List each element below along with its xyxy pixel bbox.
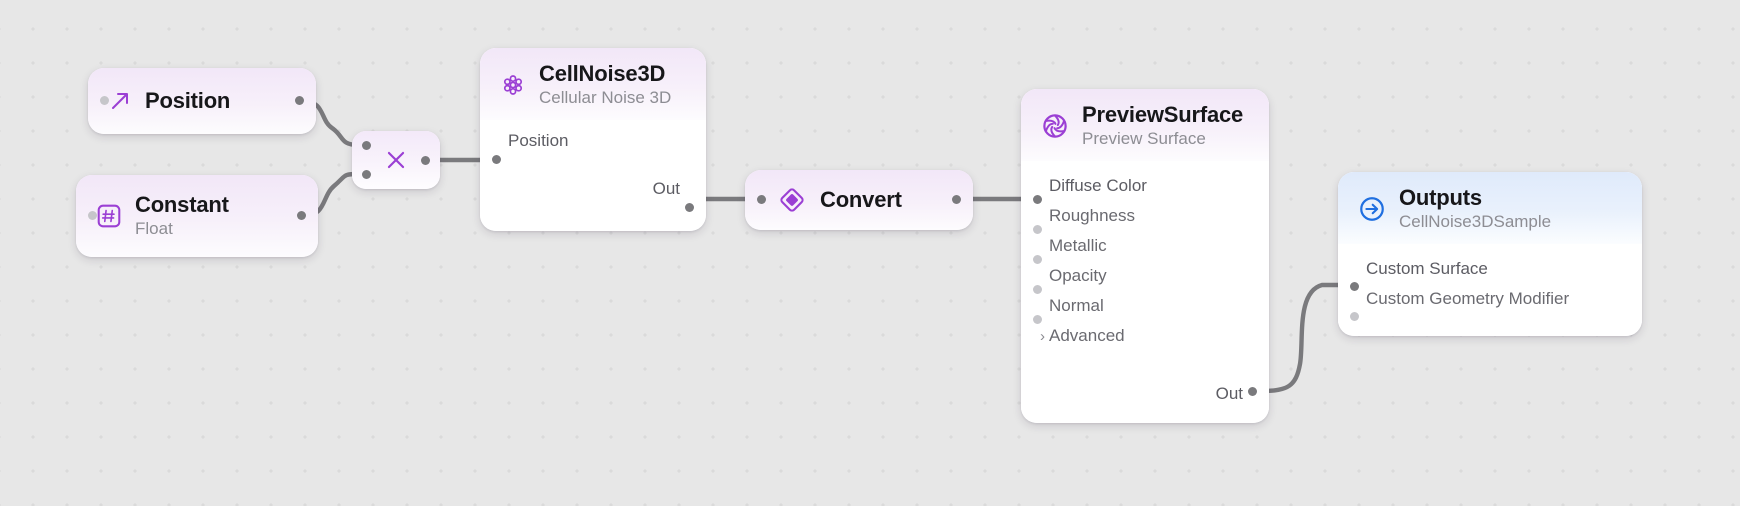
row-preview-surface-diffuse-color[interactable]: Diffuse Color: [1021, 171, 1269, 201]
multiply-x-icon: [383, 147, 409, 173]
row-label: Roughness: [1049, 206, 1136, 226]
port-preview-surface-in-opacity[interactable]: [1033, 285, 1042, 294]
port-convert-in[interactable]: [757, 195, 766, 204]
row-cellnoise3d-input-position[interactable]: Position: [480, 126, 706, 156]
port-multiply-in-a[interactable]: [362, 141, 371, 150]
node-outputs-header: Outputs CellNoise3DSample: [1338, 172, 1642, 245]
row-preview-surface-metallic[interactable]: Metallic: [1021, 231, 1269, 261]
node-outputs-rows: Custom Surface Custom Geometry Modifier: [1338, 244, 1642, 325]
row-label: Custom Geometry Modifier: [1366, 289, 1570, 309]
port-preview-surface-in-diffuse-color[interactable]: [1033, 195, 1042, 204]
node-multiply-body: [352, 131, 440, 189]
node-preview-surface-rows: Diffuse Color Roughness Metallic Opacity…: [1021, 161, 1269, 420]
node-multiply[interactable]: [352, 131, 440, 189]
port-position-in[interactable]: [100, 96, 109, 105]
row-outputs-custom-surface[interactable]: Custom Surface: [1338, 254, 1642, 284]
node-cellnoise3d-header: CellNoise3D Cellular Noise 3D: [480, 48, 706, 121]
port-multiply-in-b[interactable]: [362, 170, 371, 179]
row-preview-surface-normal[interactable]: Normal: [1021, 291, 1269, 321]
node-constant-title: Constant: [135, 192, 229, 218]
diamond-icon: [777, 185, 807, 215]
row-label: Out: [1215, 384, 1243, 404]
port-convert-out[interactable]: [952, 195, 961, 204]
node-constant-header: Constant Float: [76, 175, 318, 257]
node-constant-subtitle: Float: [135, 219, 173, 239]
row-label: Out: [652, 179, 680, 199]
node-position[interactable]: Position: [88, 68, 316, 134]
aperture-icon: [1041, 112, 1069, 140]
row-label: Diffuse Color: [1049, 176, 1147, 196]
hash-square-icon: [96, 203, 122, 229]
port-cellnoise3d-in-position[interactable]: [492, 155, 501, 164]
port-outputs-in-custom-surface[interactable]: [1350, 282, 1359, 291]
port-multiply-out[interactable]: [421, 156, 430, 165]
wire-previewsurface-to-outputs: [1259, 282, 1348, 394]
port-preview-surface-in-roughness[interactable]: [1033, 225, 1042, 234]
node-preview-surface-header: PreviewSurface Preview Surface: [1021, 89, 1269, 162]
node-cellnoise3d[interactable]: CellNoise3D Cellular Noise 3D Position O…: [480, 48, 706, 231]
port-preview-surface-in-normal[interactable]: [1033, 315, 1042, 324]
node-position-title: Position: [145, 88, 231, 113]
row-label: Advanced: [1049, 326, 1125, 346]
node-position-header: Position: [88, 68, 316, 134]
node-preview-surface-title: PreviewSurface: [1082, 102, 1244, 127]
node-outputs[interactable]: Outputs CellNoise3DSample Custom Surface…: [1338, 172, 1642, 336]
chevron-right-icon[interactable]: ›: [1040, 327, 1045, 345]
row-preview-surface-opacity[interactable]: Opacity: [1021, 261, 1269, 291]
row-label: Position: [508, 131, 569, 151]
port-cellnoise3d-out[interactable]: [685, 203, 694, 212]
node-convert[interactable]: Convert: [745, 170, 973, 230]
port-preview-surface-in-metallic[interactable]: [1033, 255, 1042, 264]
node-cellnoise3d-rows: Position Out: [480, 120, 706, 215]
port-constant-out[interactable]: [297, 211, 306, 220]
arrow-right-circle-icon: [1358, 195, 1386, 223]
row-label: Opacity: [1049, 266, 1107, 286]
diagonal-arrow-icon: [108, 89, 132, 113]
row-preview-surface-roughness[interactable]: Roughness: [1021, 201, 1269, 231]
port-position-out[interactable]: [295, 96, 304, 105]
port-preview-surface-out[interactable]: [1248, 387, 1257, 396]
node-constant[interactable]: Constant Float: [76, 175, 318, 257]
node-outputs-subtitle: CellNoise3DSample: [1399, 211, 1552, 231]
node-outputs-title: Outputs: [1399, 185, 1482, 210]
row-label: Custom Surface: [1366, 259, 1488, 279]
node-convert-header: Convert: [745, 170, 973, 230]
node-preview-surface[interactable]: PreviewSurface Preview Surface Diffuse C…: [1021, 89, 1269, 423]
port-constant-in[interactable]: [88, 211, 97, 220]
row-preview-surface-output-out[interactable]: Out: [1021, 379, 1269, 409]
node-preview-surface-subtitle: Preview Surface: [1082, 128, 1206, 148]
node-cellnoise3d-subtitle: Cellular Noise 3D: [539, 87, 672, 107]
node-cellnoise3d-title: CellNoise3D: [539, 61, 666, 86]
row-label: Normal: [1049, 296, 1104, 316]
row-outputs-custom-geometry-modifier[interactable]: Custom Geometry Modifier: [1338, 284, 1642, 314]
row-label: Metallic: [1049, 236, 1107, 256]
node-convert-title: Convert: [820, 187, 902, 212]
row-preview-surface-advanced[interactable]: › Advanced: [1021, 321, 1269, 351]
port-outputs-in-custom-geometry-modifier[interactable]: [1350, 312, 1359, 321]
cell-cluster-icon: [500, 72, 526, 98]
row-cellnoise3d-output-out[interactable]: Out: [480, 174, 706, 204]
